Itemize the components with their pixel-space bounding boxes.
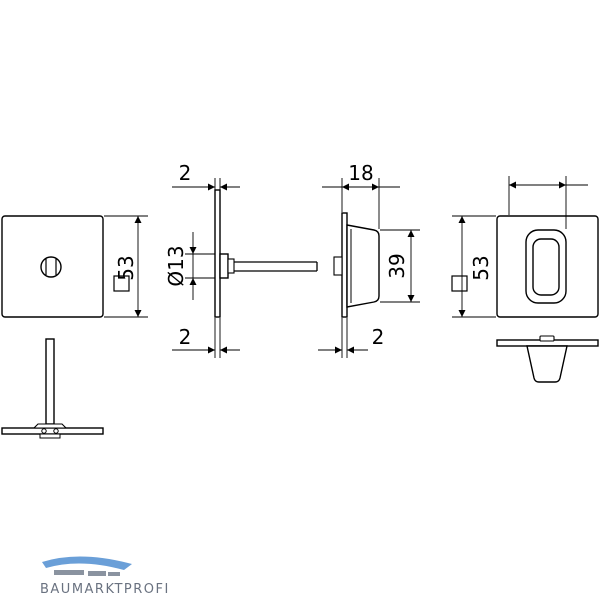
brand-logo: BAUMARKTPROFI bbox=[40, 552, 170, 598]
square-symbol-left bbox=[113, 275, 130, 292]
top-view-left bbox=[1, 338, 104, 439]
dim-label-39: 39 bbox=[385, 253, 409, 278]
spindle-collar bbox=[219, 253, 229, 279]
dim-label-2-bottom: 2 bbox=[179, 325, 192, 349]
turn-recess-outer bbox=[525, 229, 567, 304]
emergency-release-slot bbox=[40, 256, 62, 278]
dim-label-18: 18 bbox=[348, 161, 373, 185]
front-view-left bbox=[1, 215, 148, 318]
turn-knob-top bbox=[526, 345, 568, 383]
dim-label-53-left: 53 bbox=[114, 255, 138, 280]
roof-icon bbox=[42, 556, 132, 576]
brand-name: BAUMARKTPROFI bbox=[40, 582, 170, 597]
dim-label-53-right: 53 bbox=[469, 255, 493, 280]
turn-knob-profile bbox=[346, 224, 380, 308]
turn-rose-plate bbox=[341, 212, 348, 318]
turn-recess-inner bbox=[532, 238, 560, 296]
front-view-right bbox=[451, 176, 599, 318]
side-view-turn bbox=[318, 178, 420, 358]
dim-label-2-right: 2 bbox=[372, 325, 385, 349]
dim-label-diameter: Ø13 bbox=[164, 245, 188, 286]
rose-plate-top-left bbox=[1, 427, 104, 435]
rose-square-right bbox=[496, 215, 599, 318]
side-view-rose bbox=[172, 178, 318, 358]
rose-plate-side bbox=[214, 189, 221, 318]
dim-label-2-top: 2 bbox=[179, 161, 192, 185]
rose-square-left bbox=[1, 215, 104, 318]
top-view-right bbox=[496, 335, 599, 383]
square-symbol-right bbox=[451, 275, 468, 292]
